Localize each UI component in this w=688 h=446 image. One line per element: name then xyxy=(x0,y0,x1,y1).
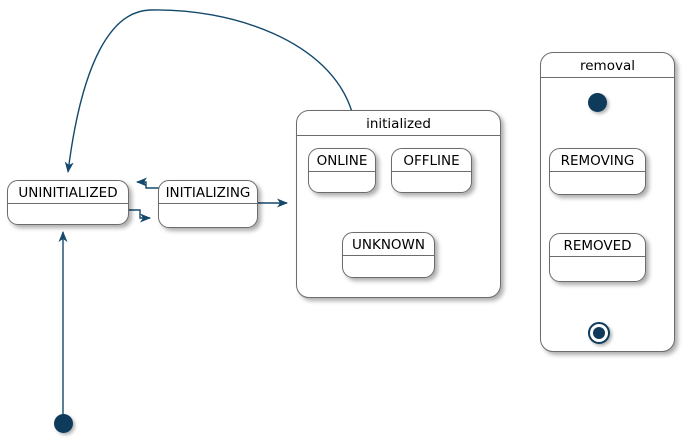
state-label-online: ONLINE xyxy=(309,149,375,172)
state-online[interactable]: ONLINE xyxy=(308,148,376,193)
composite-title-removal: removal xyxy=(541,53,674,78)
state-removed[interactable]: REMOVED xyxy=(549,233,646,282)
state-unknown[interactable]: UNKNOWN xyxy=(342,232,435,278)
edge-initialized-to-uninitialized xyxy=(64,9,353,173)
state-label-removed: REMOVED xyxy=(550,234,645,257)
state-uninitialized[interactable]: UNINITIALIZED xyxy=(7,180,129,225)
edge-initializing-to-uninitialized xyxy=(136,177,159,189)
state-label-offline: OFFLINE xyxy=(392,149,471,172)
composite-title-initialized: initialized xyxy=(297,111,500,136)
state-removing[interactable]: REMOVING xyxy=(549,148,646,195)
state-offline[interactable]: OFFLINE xyxy=(391,148,472,193)
final-state-removal xyxy=(588,322,610,344)
state-label-unknown: UNKNOWN xyxy=(343,233,434,256)
edge-uninitialized-to-initializing xyxy=(128,209,151,223)
composite-state-removal[interactable]: removal xyxy=(540,52,675,352)
state-label-uninitialized: UNINITIALIZED xyxy=(8,181,128,204)
initial-state-removal xyxy=(588,93,607,112)
state-initializing[interactable]: INITIALIZING xyxy=(158,180,258,228)
state-label-removing: REMOVING xyxy=(550,149,645,172)
state-label-initializing: INITIALIZING xyxy=(159,181,257,204)
initial-state-main xyxy=(54,414,73,433)
